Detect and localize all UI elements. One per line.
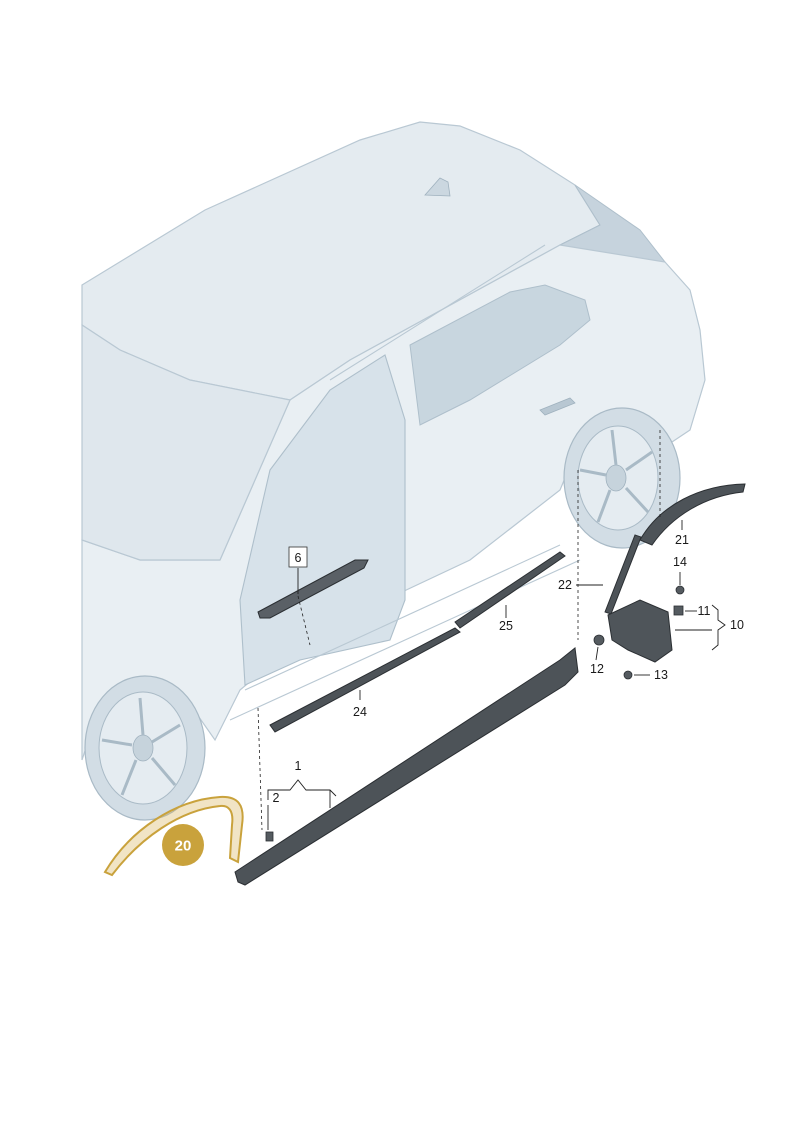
callout-11: 11	[698, 604, 711, 618]
callout-13: 13	[654, 668, 668, 682]
part-11-clip	[673, 605, 684, 616]
part-13-screw	[623, 670, 633, 680]
door-handle	[539, 397, 576, 416]
part-14-screw	[675, 585, 685, 595]
leader-lines	[257, 430, 726, 831]
badge-20-label: 20	[175, 838, 192, 855]
part-6-door-sill-trim	[257, 559, 369, 619]
part-20-front-arch-trim	[103, 795, 244, 877]
callout-14: 14	[673, 555, 687, 569]
part-21-rear-arch-trim	[639, 483, 746, 546]
car-front	[81, 323, 291, 561]
callout-6: 6	[295, 551, 302, 565]
part-10-mud-flap	[607, 599, 673, 663]
callout-1: 1	[295, 759, 302, 773]
part-2-clip	[265, 831, 274, 842]
front-wheel	[84, 675, 206, 821]
callout-10: 10	[730, 618, 744, 632]
rear-wheel	[563, 407, 681, 549]
side-window	[409, 284, 591, 426]
callout-24: 24	[353, 705, 367, 719]
callout-25: 25	[499, 619, 513, 633]
part-12-clip	[593, 634, 605, 646]
car-body-illustration	[81, 121, 706, 821]
callout-21: 21	[675, 533, 689, 547]
callout-12: 12	[590, 662, 604, 676]
part-1-side-sill-panel	[234, 647, 579, 886]
part-25-rear-door-molding	[454, 551, 566, 629]
callout-labels: 6 24 25 1 2 21 22 14 11 10 12 13	[273, 533, 744, 805]
roof-antenna	[424, 177, 451, 197]
callout-22: 22	[558, 578, 572, 592]
callout-2: 2	[273, 791, 280, 805]
part-24-front-door-molding	[269, 627, 461, 733]
part-22-rear-arch-strip	[604, 534, 642, 615]
highlight-badge-20: 20	[162, 824, 204, 866]
